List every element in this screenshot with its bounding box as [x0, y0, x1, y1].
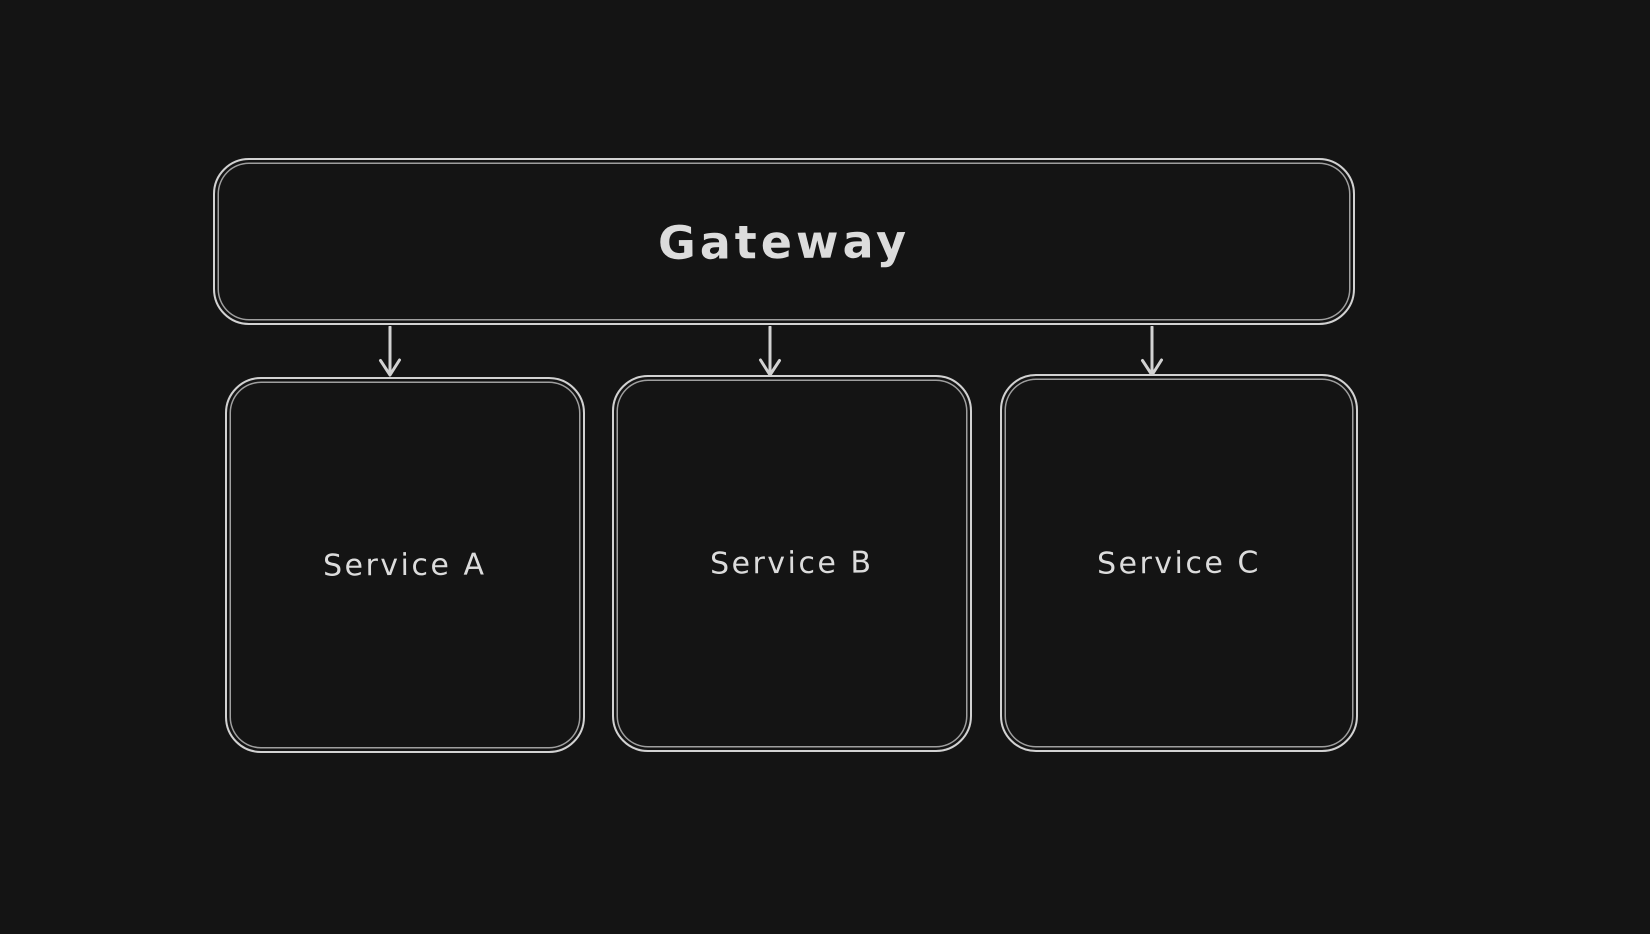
node-service-c[interactable]: Service C	[1000, 374, 1358, 752]
node-service-a[interactable]: Service A	[225, 377, 585, 753]
node-service-b[interactable]: Service B	[612, 375, 972, 752]
node-service-c-label: Service C	[1096, 544, 1262, 582]
node-service-a-label: Service A	[323, 546, 487, 584]
arrow-down-icon	[759, 326, 781, 377]
arrow-down-icon	[379, 326, 401, 377]
node-service-b-label: Service B	[710, 545, 874, 582]
edge-gateway-to-service-c[interactable]	[1136, 326, 1168, 378]
node-gateway-label: Gateway	[657, 213, 911, 270]
edge-gateway-to-service-b[interactable]	[754, 326, 786, 378]
arrow-down-icon	[1141, 326, 1163, 377]
edge-gateway-to-service-a[interactable]	[374, 326, 406, 378]
node-gateway[interactable]: Gateway	[213, 158, 1355, 325]
